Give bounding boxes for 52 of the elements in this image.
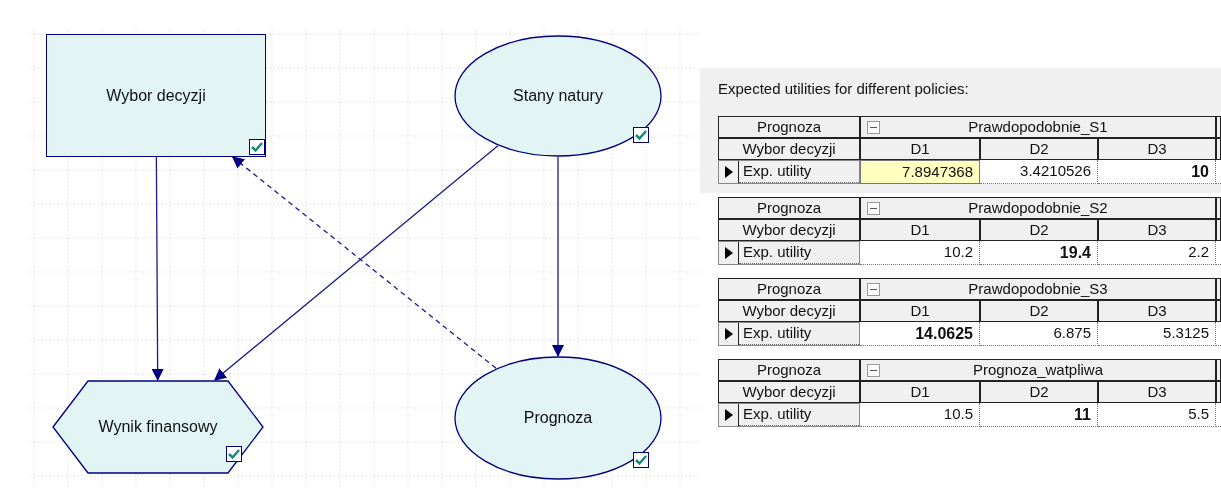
node-label: Prognoza: [523, 408, 593, 428]
arrow: [231, 156, 497, 369]
table-header-cell: D1: [860, 219, 980, 241]
table-header-cell: Wybor decyzji: [718, 381, 860, 403]
value-cell: 19.4: [980, 241, 1098, 265]
arrow: [214, 145, 499, 381]
arrow: [552, 156, 564, 357]
value-cell: 10.5: [860, 403, 980, 427]
header-text: Prognoza_watpliwa: [972, 359, 1104, 380]
header-text: Prawdopodobnie_S3: [968, 278, 1108, 299]
value-cell: 10: [1098, 160, 1216, 184]
table-header-cell: D2: [980, 138, 1098, 160]
value-cell: 11: [980, 403, 1098, 427]
table-header-cell: D3: [1098, 300, 1216, 322]
table-header-cell: Wybor decyzji: [718, 300, 860, 322]
node-label: Stany natury: [513, 86, 603, 106]
node-label: Wybor decyzji: [106, 85, 206, 106]
table-header-cell: Wybor decyzji: [718, 138, 860, 160]
table-header-cell: D3: [1098, 219, 1216, 241]
panel-title: Expected utilities for different policies:: [718, 79, 969, 99]
arrow: [151, 156, 164, 381]
value-cell: 3.4210526: [980, 160, 1098, 184]
table-header-cell: Prognoza: [718, 278, 860, 300]
header-text: Prawdopodobnie_S1: [968, 116, 1108, 137]
row-header-cell: Exp. utility: [739, 242, 859, 264]
table-header-cell: D3: [1098, 138, 1216, 160]
value-cell: 5.5: [1098, 403, 1216, 427]
table-header-cell: D2: [980, 381, 1098, 403]
utility-node: [52, 380, 264, 474]
row-header-cell: Exp. utility: [739, 323, 859, 345]
table-header-cell: Wybor decyzji: [718, 219, 860, 241]
value-cell: 14.0625: [860, 322, 980, 346]
value-cell: 10.2: [860, 241, 980, 265]
value-cell: 6.875: [980, 322, 1098, 346]
table-header-cell: Prognoza: [718, 197, 860, 219]
table-header-cell: Prognoza: [718, 359, 860, 381]
table-header-cell: D1: [860, 138, 980, 160]
value-cell: 7.8947368: [860, 160, 980, 184]
table-header-cell: D2: [980, 300, 1098, 322]
table-header-cell: D2: [980, 219, 1098, 241]
value-cell: 2.2: [1098, 241, 1216, 265]
header-text: Prawdopodobnie_S2: [968, 197, 1108, 218]
row-header-cell: Exp. utility: [739, 404, 859, 426]
chance-node: [454, 356, 662, 480]
table-header-cell: D1: [860, 300, 980, 322]
table-header-cell: Prognoza: [718, 116, 860, 138]
decision-node: [46, 34, 266, 157]
table-header-cell: D3: [1098, 381, 1216, 403]
node-label: Wynik finansowy: [98, 417, 218, 437]
table-header-cell: D1: [860, 381, 980, 403]
chance-node: [454, 35, 662, 157]
value-cell: 5.3125: [1098, 322, 1216, 346]
